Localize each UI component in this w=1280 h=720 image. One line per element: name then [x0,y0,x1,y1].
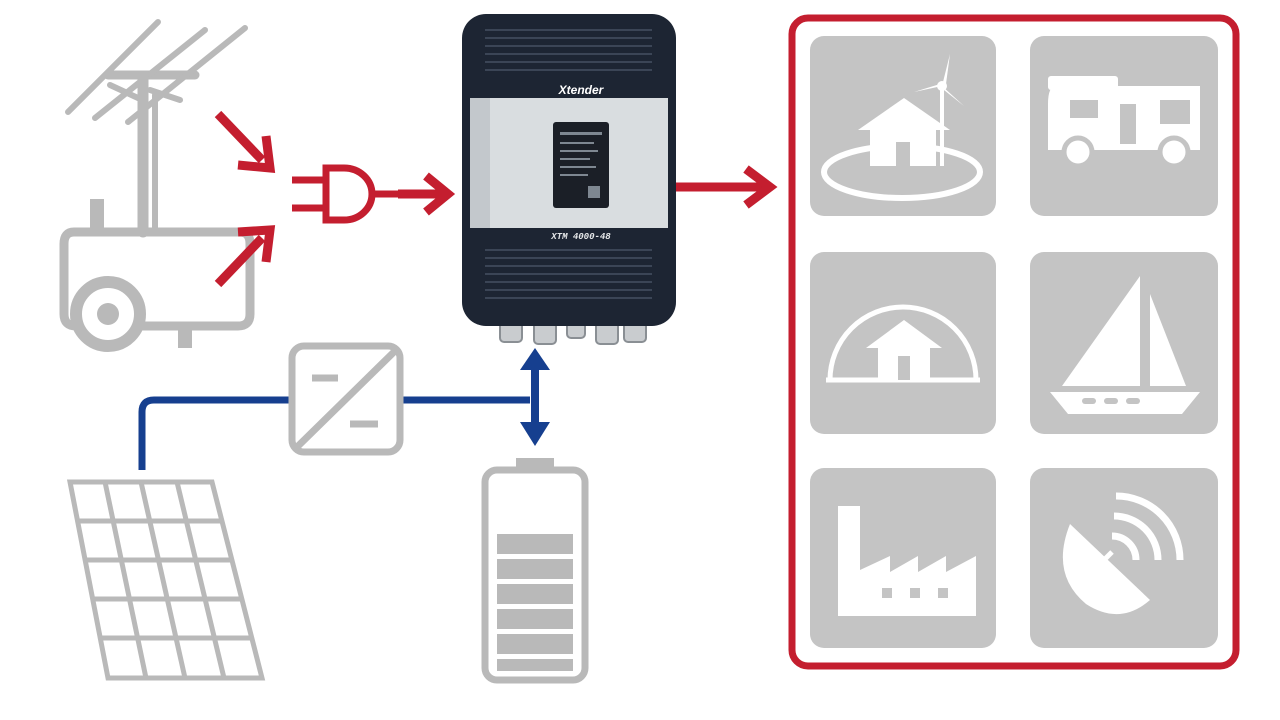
dc-dc-converter-icon [288,342,404,456]
solar-panel-icon [66,479,266,681]
ac-plug-icon [292,164,402,224]
tile-house-wind-turbine [810,36,996,216]
remote-house-icon [826,304,980,383]
device-brand-label: Xtender [558,83,605,97]
applications-panel [788,14,1240,670]
ac-input-arrow-bottom [214,225,276,288]
satellite-dish-icon [1062,492,1184,615]
tile-satellite-dish [1030,468,1218,648]
tile-factory [810,468,996,648]
battery-bidirectional-arrow [520,348,550,446]
battery-icon [481,458,589,684]
tile-remote-house [810,252,996,434]
dc-bus-lines [138,396,530,470]
factory-icon [838,506,976,616]
ac-output-arrow [676,165,778,209]
tile-camper-van [1030,36,1218,216]
house-wind-turbine-icon [821,54,983,201]
sailboat-icon [1050,276,1200,414]
device-model-label: XTM 4000-48 [550,232,611,242]
tile-sailboat [1030,252,1218,434]
antenna-generator-icon [59,19,255,352]
plug-to-inverter-arrow [398,172,456,216]
xtender-inverter-device: Xtender XTM 4000-48 [462,14,676,345]
camper-van-icon [1048,76,1200,169]
ac-input-arrow-top [214,110,276,174]
